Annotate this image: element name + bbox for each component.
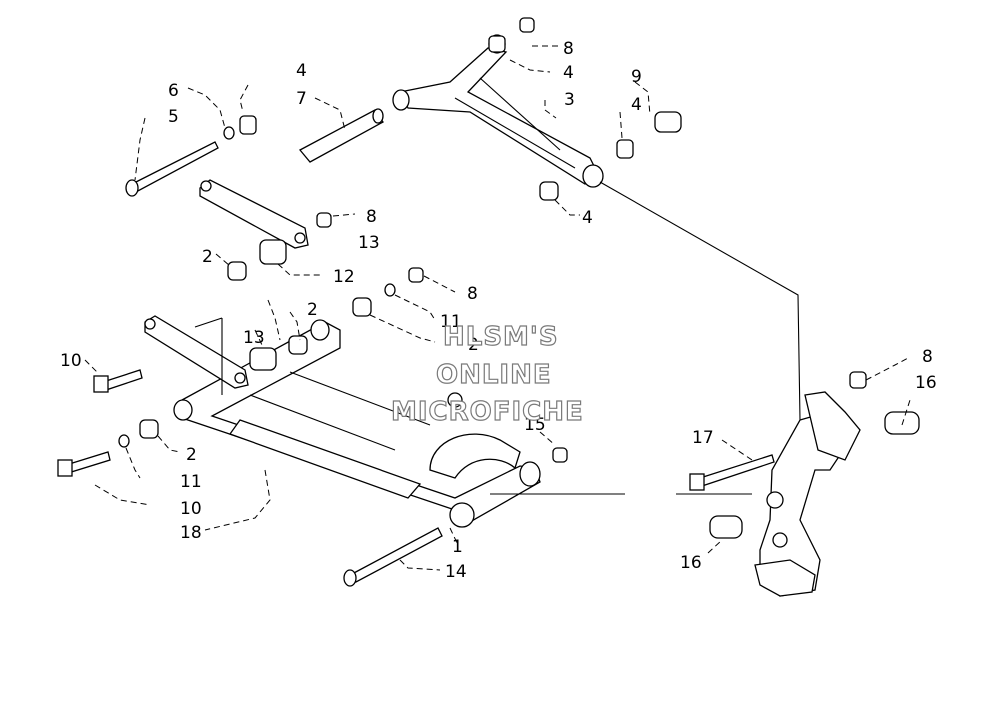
bolt-14 — [343, 527, 443, 587]
callout-2: 2 — [202, 247, 213, 267]
lower-a-arm — [173, 319, 541, 528]
callout-2: 2 — [307, 300, 318, 320]
callout-3: 3 — [564, 90, 575, 110]
watermark-line-2: ONLINE — [436, 360, 552, 390]
callout-10: 10 — [180, 499, 202, 519]
callout-11: 11 — [180, 472, 202, 492]
callout-8: 8 — [563, 39, 574, 59]
callout-10: 10 — [60, 351, 82, 371]
callout-8: 8 — [467, 284, 478, 304]
upper-a-arm — [392, 34, 604, 188]
callout-2: 2 — [186, 445, 197, 465]
bolt-5 — [125, 141, 219, 197]
bolt-17 — [689, 454, 775, 491]
callout-labels: 1 2 2 2 2 3 4 4 4 4 4 5 6 7 8 8 8 8 9 10… — [60, 39, 937, 582]
callout-4: 4 — [563, 63, 574, 83]
callout-15: 15 — [524, 415, 546, 435]
sleeve-7 — [298, 108, 384, 163]
callout-6: 6 — [168, 81, 179, 101]
callout-13: 13 — [243, 328, 265, 348]
callout-8: 8 — [922, 347, 933, 367]
callout-11: 11 — [440, 312, 462, 332]
callout-12: 12 — [333, 267, 355, 287]
callout-9: 9 — [631, 67, 642, 87]
bolt-10-upper — [93, 369, 143, 393]
callout-5: 5 — [168, 107, 179, 127]
callout-4: 4 — [296, 61, 307, 81]
callout-4: 4 — [631, 95, 642, 115]
upper-link — [199, 179, 309, 249]
callout-2: 2 — [468, 335, 479, 355]
callout-13: 13 — [358, 233, 380, 253]
watermark-line-3: MICROFICHE — [391, 397, 584, 427]
watermark: HLSM'S ONLINE MICROFICHE — [390, 321, 584, 427]
spindle — [754, 391, 861, 597]
callout-1: 1 — [452, 537, 463, 557]
small-parts — [118, 17, 920, 539]
callout-4: 4 — [582, 208, 593, 228]
watermark-line-1: HLSM'S — [443, 322, 559, 352]
callout-18: 18 — [180, 523, 202, 543]
connector-lines — [84, 45, 911, 571]
callout-8: 8 — [366, 207, 377, 227]
callout-14: 14 — [445, 562, 467, 582]
callout-16: 16 — [915, 373, 937, 393]
bolt-10-lower — [57, 451, 111, 477]
callout-7: 7 — [296, 89, 307, 109]
callout-16: 16 — [680, 553, 702, 573]
callout-17: 17 — [692, 428, 714, 448]
